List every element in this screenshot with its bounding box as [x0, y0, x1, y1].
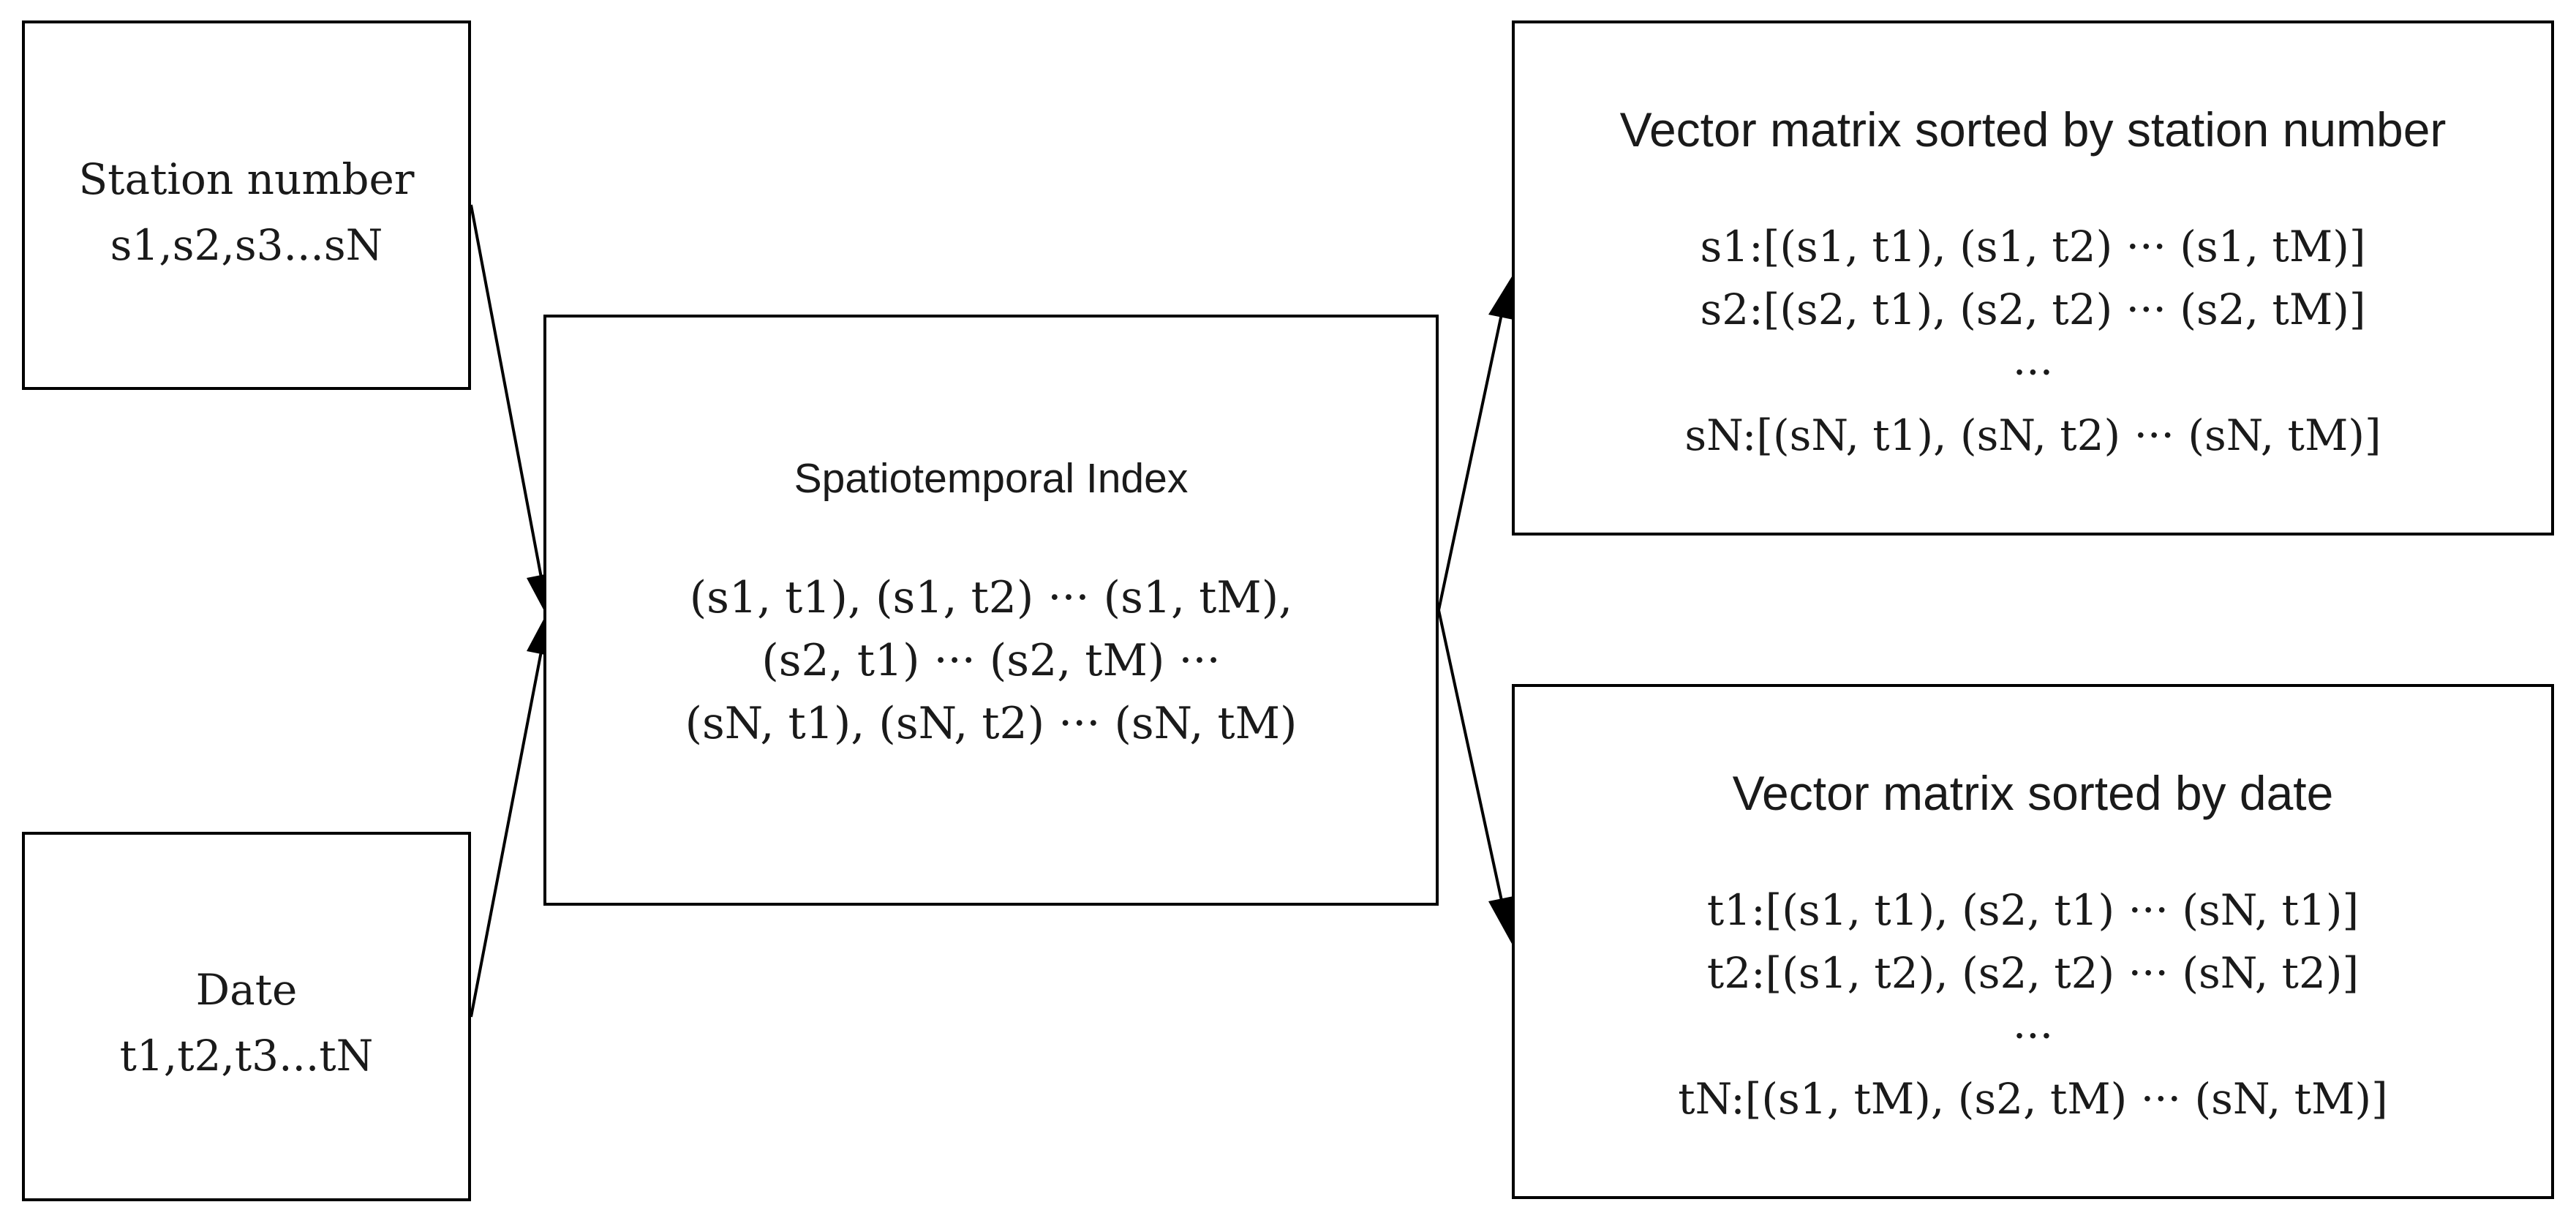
date-box: Date t1,t2,t3...tN	[22, 832, 471, 1201]
date-matrix-row-1: t1:[(s1, t1), (s2, t1) ··· (sN, t1)]	[1706, 885, 2360, 935]
index-box-line-2: (s2, t1) ··· (s2, tM) ···	[761, 635, 1221, 686]
date-matrix-row-2: t2:[(s1, t2), (s2, t2) ··· (sN, t2)]	[1706, 948, 2360, 998]
date-matrix-title: Vector matrix sorted by date	[1732, 766, 2334, 820]
station-box-label: Station number	[78, 154, 415, 204]
date-matrix-row-n: tN:[(s1, tM), (s2, tM) ··· (sN, tM)]	[1678, 1074, 2388, 1124]
index-box-title: Spatiotemporal Index	[794, 455, 1189, 502]
station-matrix-row-1: s1:[(s1, t1), (s1, t2) ··· (s1, tM)]	[1700, 222, 2366, 271]
date-matrix-box: Vector matrix sorted by date t1:[(s1, t1…	[1512, 684, 2554, 1199]
station-matrix-ellipsis: ···	[2012, 347, 2054, 397]
arrow-index-to-date-matrix	[1437, 609, 1504, 908]
station-box-values: s1,s2,s3...sN	[110, 220, 383, 270]
date-box-label: Date	[195, 965, 298, 1015]
index-box-line-1: (s1, t1), (s1, t2) ··· (s1, tM),	[689, 572, 1293, 623]
station-number-box: Station number s1,s2,s3...sN	[22, 20, 471, 390]
arrow-station-to-index	[470, 204, 544, 586]
station-matrix-row-2: s2:[(s2, t1), (s2, t2) ··· (s2, tM)]	[1700, 285, 2366, 334]
date-box-values: t1,t2,t3...tN	[119, 1031, 374, 1081]
station-matrix-row-n: sN:[(sN, t1), (sN, t2) ··· (sN, tM)]	[1684, 410, 2381, 460]
index-box-line-3: (sN, t1), (sN, t2) ··· (sN, tM)	[685, 698, 1298, 749]
arrow-index-to-station-matrix	[1437, 307, 1504, 611]
station-matrix-title: Vector matrix sorted by station number	[1619, 102, 2447, 157]
date-matrix-ellipsis: ···	[2012, 1011, 2054, 1061]
arrow-date-to-index	[470, 643, 544, 1018]
station-matrix-box: Vector matrix sorted by station number s…	[1512, 20, 2554, 536]
spatiotemporal-index-box: Spatiotemporal Index (s1, t1), (s1, t2) …	[543, 315, 1439, 906]
